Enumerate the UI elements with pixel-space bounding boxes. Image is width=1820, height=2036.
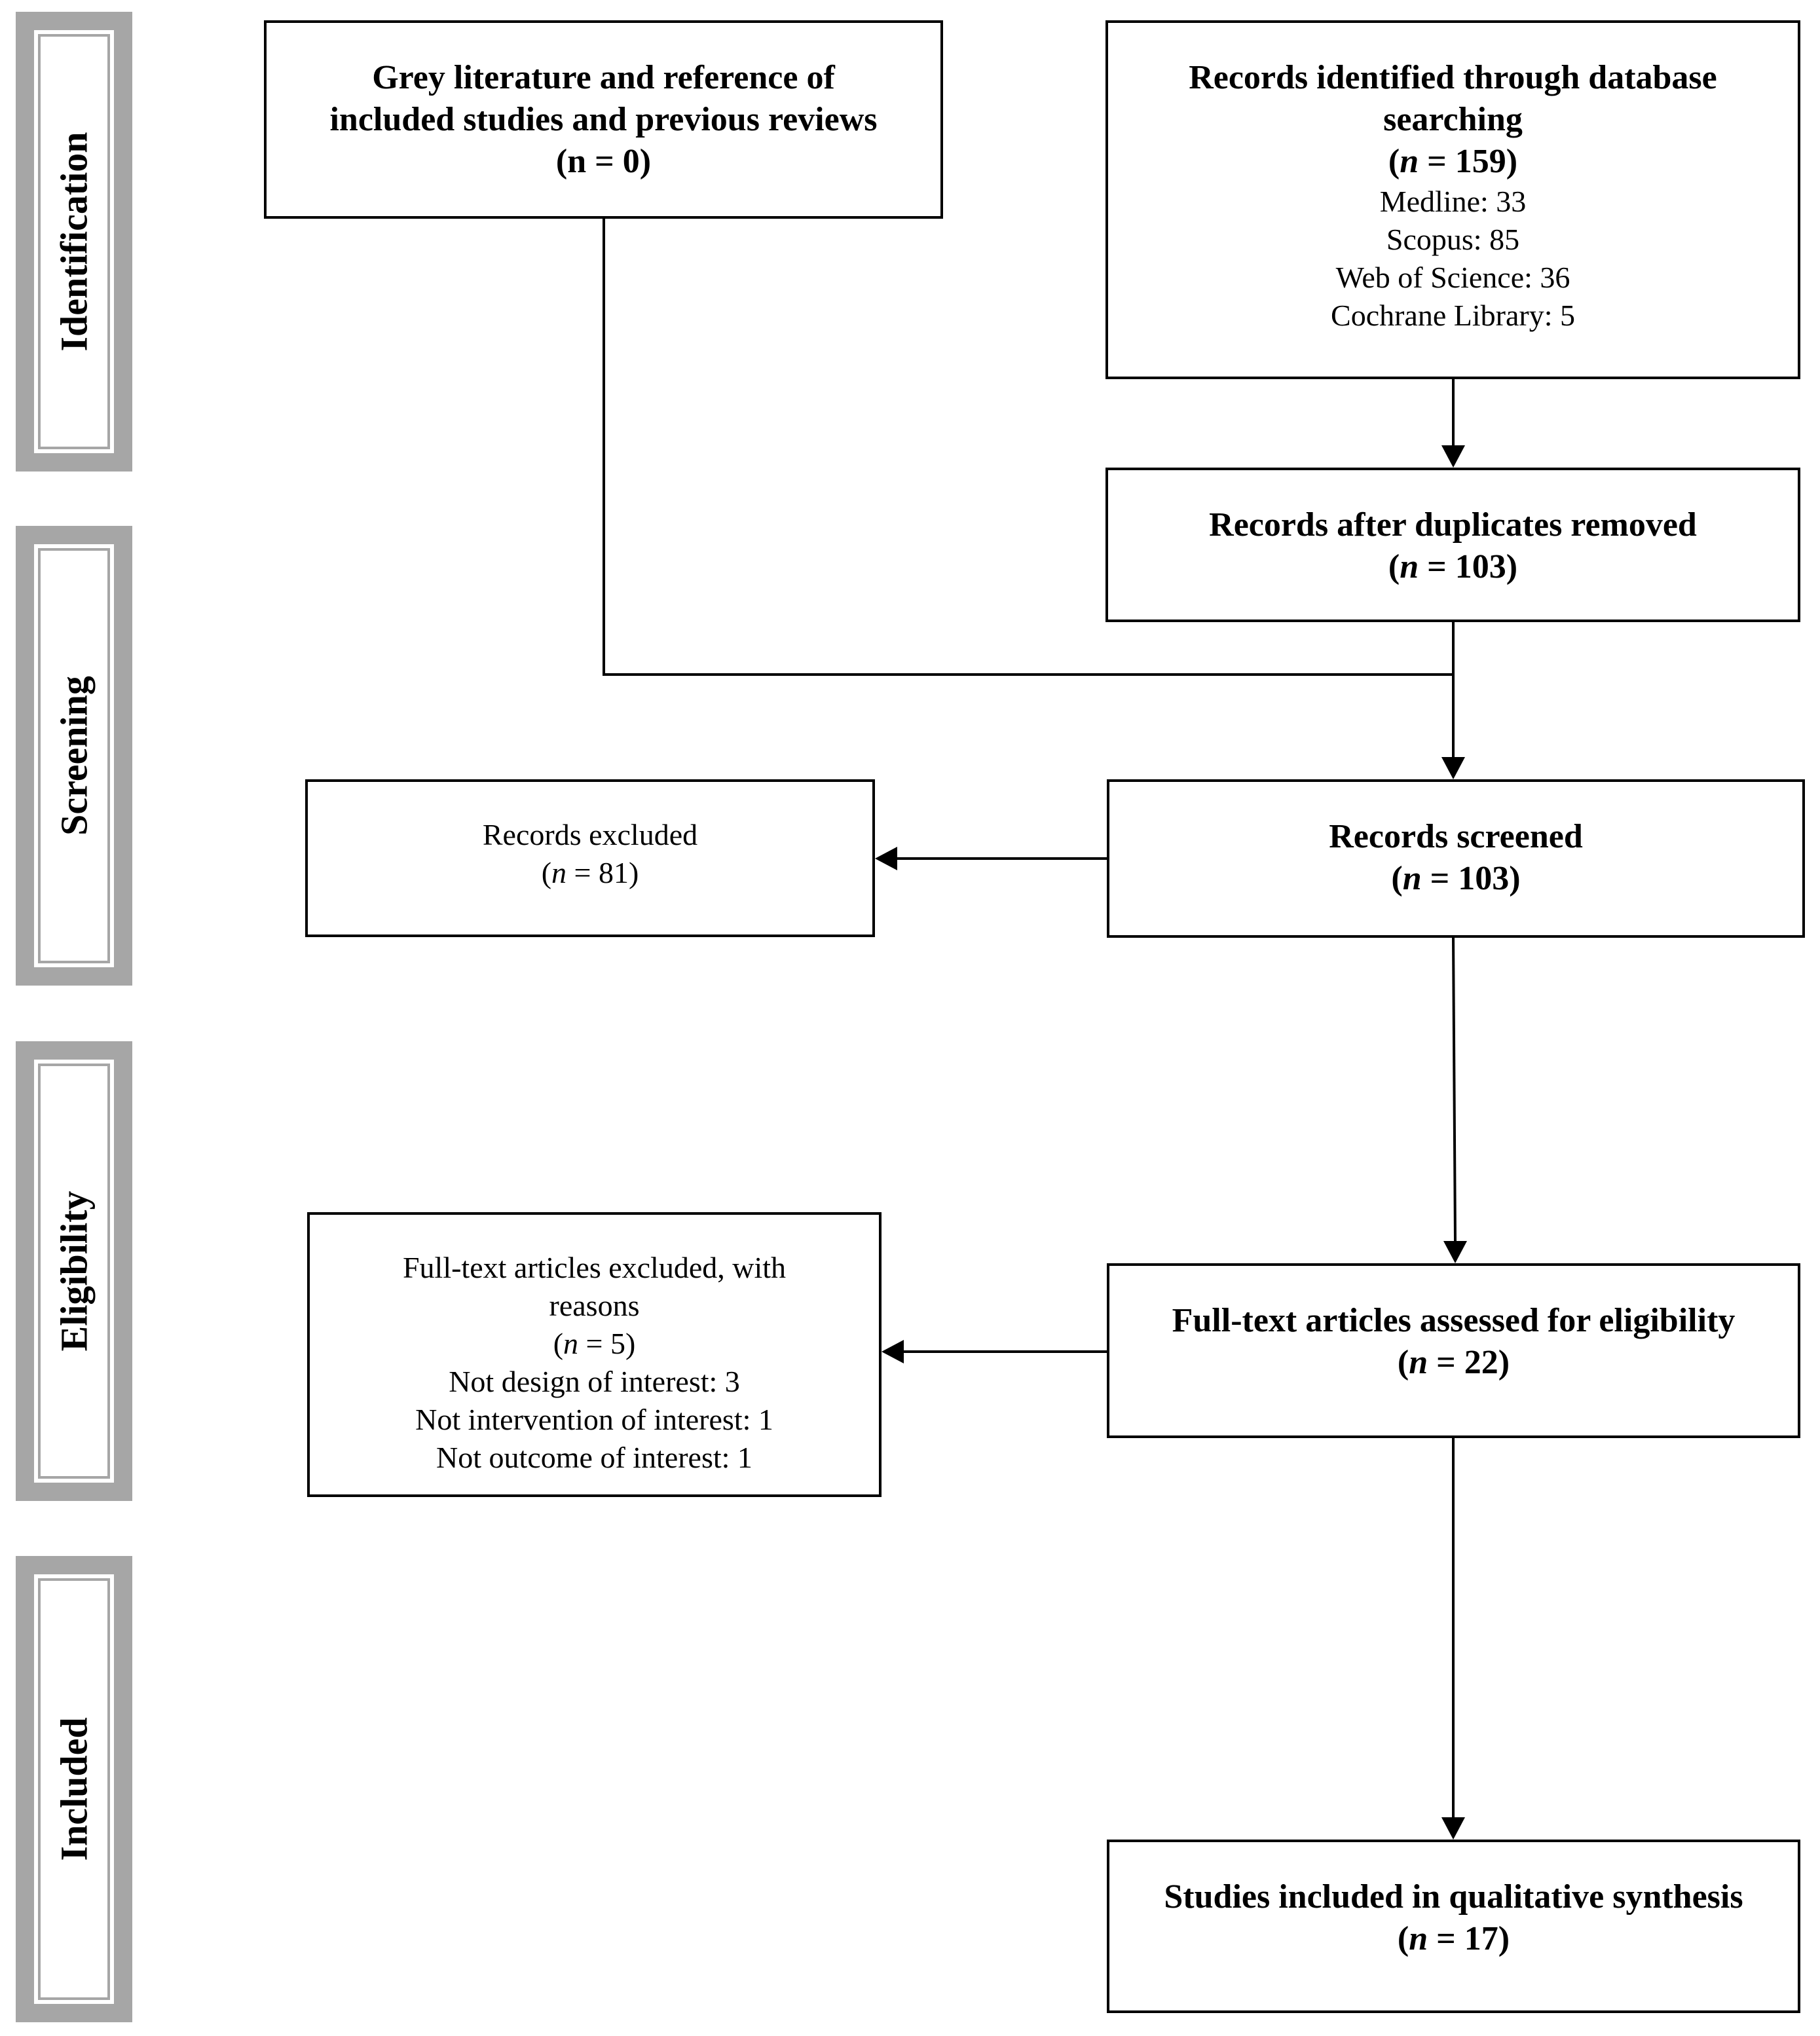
grey-line1: Grey literature and reference of	[372, 59, 835, 96]
fulltext-count: (n = 22)	[1397, 1344, 1510, 1381]
records-screened-box: Records screened (n = 103)	[1107, 779, 1805, 938]
source-scopus: Scopus: 85	[1386, 223, 1520, 256]
database-count: (n = 159)	[1388, 143, 1518, 180]
duplicates-count: (n = 103)	[1388, 548, 1518, 585]
screened-count: (n = 103)	[1391, 860, 1521, 897]
reason-outcome: Not outcome of interest: 1	[436, 1441, 752, 1474]
fulltext-excluded-count: (n = 5)	[553, 1327, 636, 1360]
studies-included-box: Studies included in qualitative synthesi…	[1107, 1840, 1800, 2013]
fulltext-title: Full-text articles assessed for eligibil…	[1172, 1302, 1736, 1339]
source-medline: Medline: 33	[1379, 185, 1527, 218]
arrow-screened-to-fulltext	[1452, 937, 1457, 1242]
grey-count: (n = 0)	[555, 143, 652, 180]
phase-included: Included	[16, 1556, 132, 2022]
phase-label-eligibility: Eligibility	[52, 1191, 96, 1352]
grey-line2: included studies and previous reviews	[329, 101, 878, 138]
excluded-title: Records excluded	[482, 818, 698, 851]
phase-label-screening: Screening	[52, 676, 96, 836]
records-excluded-box: Records excluded (n = 81)	[305, 779, 875, 937]
source-web-of-science: Web of Science: 36	[1335, 261, 1570, 294]
database-line2: searching	[1383, 101, 1523, 138]
database-line1: Records identified through database	[1189, 59, 1717, 96]
included-count: (n = 17)	[1397, 1920, 1510, 1957]
fulltext-assessed-box: Full-text articles assessed for eligibil…	[1107, 1263, 1800, 1438]
phase-identification: Identification	[16, 12, 132, 472]
reason-intervention: Not intervention of interest: 1	[415, 1403, 773, 1436]
grey-literature-box: Grey literature and reference of include…	[264, 20, 943, 219]
fulltext-excluded-line2: reasons	[549, 1289, 640, 1322]
screened-title: Records screened	[1329, 818, 1583, 855]
duplicates-title: Records after duplicates removed	[1209, 506, 1697, 544]
phase-label-identification: Identification	[52, 132, 96, 352]
included-title: Studies included in qualitative synthesi…	[1164, 1878, 1743, 1916]
phase-label-included: Included	[52, 1717, 96, 1861]
phase-screening: Screening	[16, 526, 132, 986]
fulltext-excluded-box: Full-text articles excluded, with reason…	[307, 1212, 882, 1497]
duplicates-removed-box: Records after duplicates removed (n = 10…	[1105, 468, 1800, 622]
line-grey-merge	[603, 219, 1453, 676]
database-records-box: Records identified through database sear…	[1105, 20, 1800, 379]
source-cochrane: Cochrane Library: 5	[1331, 299, 1575, 332]
reason-design: Not design of interest: 3	[449, 1365, 740, 1398]
phase-eligibility: Eligibility	[16, 1041, 132, 1501]
excluded-count: (n = 81)	[541, 856, 639, 889]
fulltext-excluded-line1: Full-text articles excluded, with	[402, 1251, 787, 1284]
